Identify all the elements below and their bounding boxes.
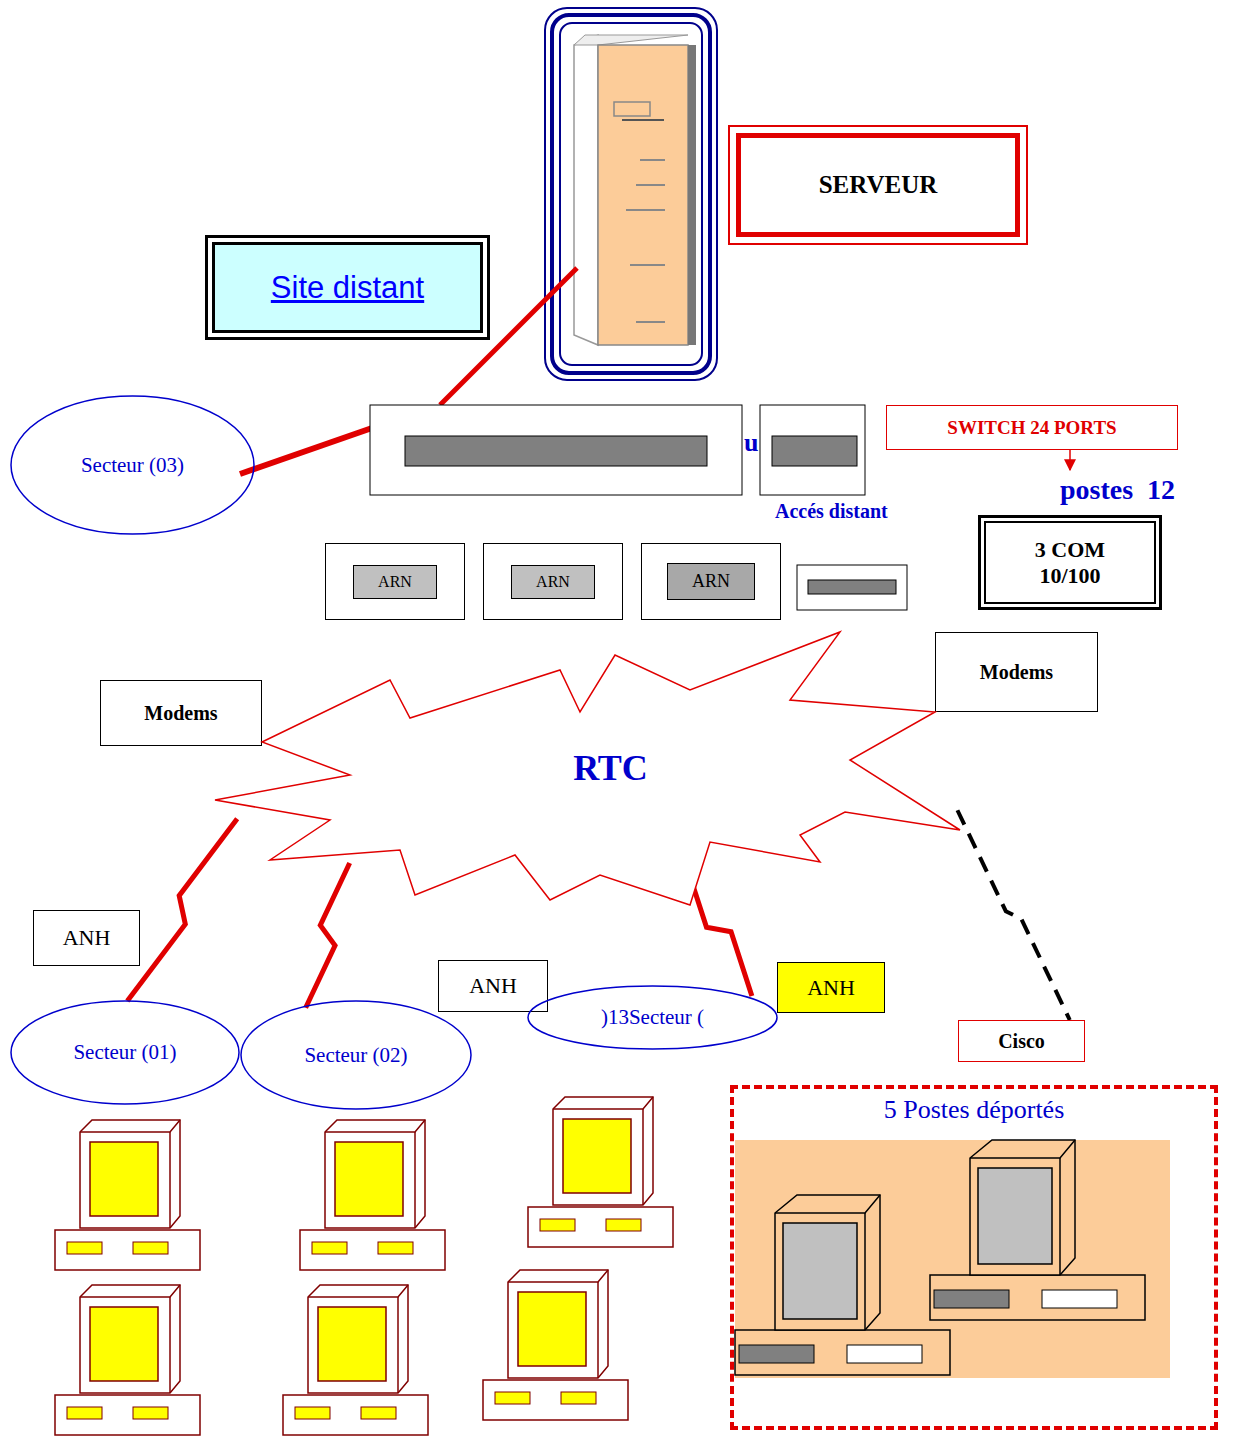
arn-box: ARN bbox=[641, 543, 781, 620]
node-text: ARN bbox=[353, 565, 437, 599]
server-shadow bbox=[688, 45, 696, 345]
access-label: Accés distant bbox=[775, 500, 888, 523]
server-label-box: SERVEUR bbox=[728, 125, 1028, 245]
node-text: ANH bbox=[469, 973, 517, 999]
node-text: ARN bbox=[667, 563, 755, 600]
node-text: ANH bbox=[807, 975, 855, 1001]
node-text: 5 Postes déportés bbox=[884, 1095, 1065, 1125]
dialup-link bbox=[957, 810, 1069, 1020]
phone-link bbox=[306, 863, 350, 1008]
site-box: Site distant bbox=[205, 235, 490, 340]
node-text: Secteur (03) bbox=[81, 453, 184, 478]
computer bbox=[483, 1270, 628, 1420]
remote-area bbox=[735, 1140, 1170, 1378]
remote-computer bbox=[930, 1140, 1145, 1320]
node-text: Modems bbox=[980, 661, 1053, 684]
access-bar bbox=[772, 436, 857, 466]
node-text: Secteur (01) bbox=[73, 1040, 176, 1065]
ellipse-outline bbox=[11, 1001, 239, 1104]
node-text: Site distant bbox=[271, 270, 424, 306]
computer bbox=[300, 1120, 445, 1270]
modem-box: Modems bbox=[100, 680, 262, 746]
node-text: Secteur (02) bbox=[304, 1043, 407, 1068]
computer bbox=[55, 1285, 200, 1435]
rack-bar bbox=[405, 436, 707, 466]
ellipse-outline bbox=[528, 986, 777, 1049]
server-side bbox=[574, 35, 598, 345]
modem-box: Modems bbox=[935, 632, 1098, 712]
modem-bar bbox=[808, 580, 896, 594]
switch-box: SWITCH 24 PORTS bbox=[886, 405, 1178, 450]
rack-box bbox=[370, 405, 742, 495]
phone-link bbox=[127, 819, 237, 1001]
node-text: ANH bbox=[63, 925, 111, 951]
node-text: SWITCH 24 PORTS bbox=[947, 417, 1116, 439]
computer bbox=[55, 1120, 200, 1270]
sector-ellipse: Secteur (01) bbox=[10, 1000, 240, 1105]
server-line bbox=[626, 209, 665, 211]
server-line bbox=[636, 321, 665, 323]
arn-box: ARN bbox=[325, 543, 465, 620]
cloud-outline bbox=[215, 632, 960, 905]
node-text: )13Secteur ( bbox=[601, 1005, 704, 1030]
server-frame bbox=[545, 8, 717, 380]
anh-box: ANH bbox=[33, 910, 140, 966]
server-bay bbox=[614, 102, 650, 116]
switch-pointer bbox=[1069, 450, 1071, 470]
node-text: 3 COM 10/100 bbox=[1015, 537, 1125, 589]
server-front bbox=[598, 45, 688, 345]
arn-box: ARN bbox=[483, 543, 623, 620]
network-cloud: RTC bbox=[210, 625, 965, 910]
server-line bbox=[622, 119, 664, 121]
server-line bbox=[636, 184, 665, 186]
ellipse-outline bbox=[241, 1001, 471, 1109]
anh-box: ANH bbox=[777, 962, 885, 1013]
sector-wire bbox=[240, 428, 372, 474]
remote-computer bbox=[735, 1195, 950, 1375]
ellipse-outline bbox=[11, 396, 254, 534]
node-text: Cisco bbox=[998, 1030, 1045, 1053]
sector-ellipse: Secteur (02) bbox=[240, 1000, 472, 1110]
access-box bbox=[760, 405, 865, 495]
router-box: Cisco bbox=[958, 1020, 1085, 1062]
server-line bbox=[630, 264, 665, 266]
sector-ellipse: Secteur (03) bbox=[10, 395, 255, 535]
hub-box: 3 COM 10/100 bbox=[978, 515, 1162, 610]
anh-box: ANH bbox=[438, 960, 548, 1012]
sector-ellipse: )13Secteur ( bbox=[527, 985, 778, 1050]
computer bbox=[528, 1097, 673, 1247]
post-count: postes 12 bbox=[1060, 474, 1175, 506]
server-line bbox=[640, 159, 665, 161]
remote-group: 5 Postes déportés bbox=[730, 1085, 1218, 1430]
node-text: ARN bbox=[511, 565, 595, 599]
modem-box bbox=[797, 565, 907, 610]
server-top bbox=[574, 35, 688, 45]
server-frame bbox=[552, 15, 710, 373]
node-text: SERVEUR bbox=[819, 171, 938, 199]
computer bbox=[283, 1285, 428, 1435]
node-text: Modems bbox=[144, 702, 217, 725]
node-text: RTC bbox=[573, 747, 648, 789]
clipped-word: u bbox=[744, 428, 758, 458]
server-frame bbox=[560, 23, 702, 365]
